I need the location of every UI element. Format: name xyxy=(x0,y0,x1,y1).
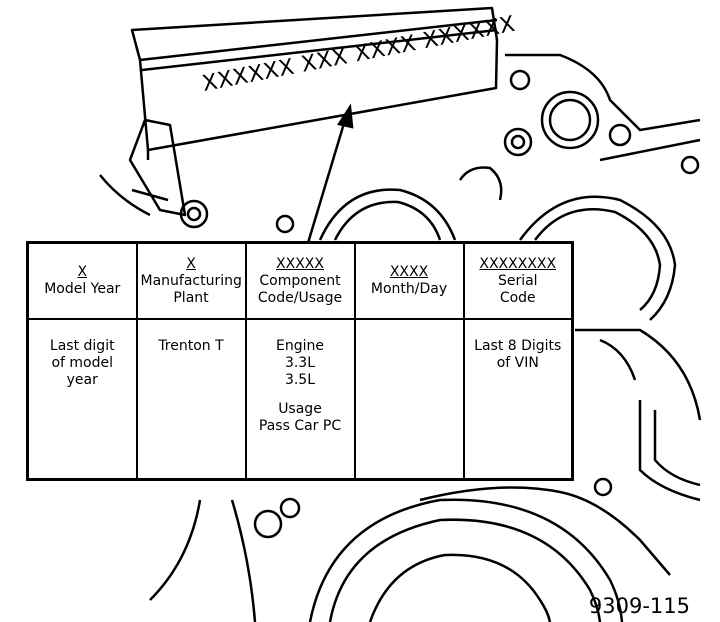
column-serial-code: XXXXXXXX Serial Code xyxy=(462,241,574,320)
desc-model-year: Last digit of model year xyxy=(26,318,138,481)
column-model-year: X Model Year xyxy=(26,241,138,320)
column-component-code: XXXXX Component Code/Usage xyxy=(244,241,356,320)
code-description-row: Last digit of model year Trenton T Engin… xyxy=(26,318,574,481)
desc-component-code: Engine 3.3L 3.5L Usage Pass Car PC xyxy=(244,318,356,481)
desc-serial-code: Last 8 Digits of VIN xyxy=(462,318,574,481)
desc-month-day xyxy=(353,318,465,481)
code-header-row: X Model Year X Manufacturing Plant XXXXX… xyxy=(26,241,574,320)
figure-number: 9309-115 xyxy=(588,594,690,618)
desc-manufacturing-plant: Trenton T xyxy=(135,318,247,481)
column-manufacturing-plant: X Manufacturing Plant xyxy=(135,241,247,320)
column-month-day: XXXX Month/Day xyxy=(353,241,465,320)
engine-id-code-table: X Model Year X Manufacturing Plant XXXXX… xyxy=(26,241,574,481)
